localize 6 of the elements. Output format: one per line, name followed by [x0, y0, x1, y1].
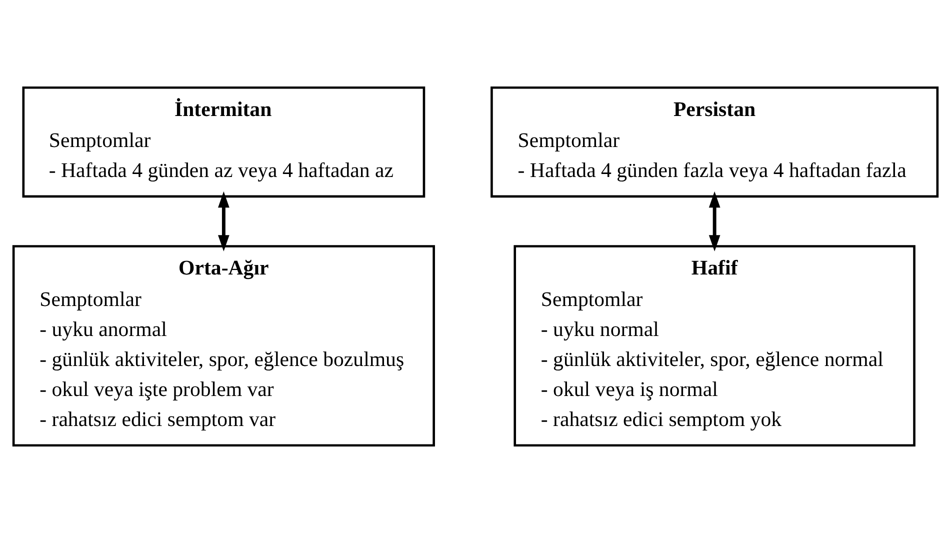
node-box: Orta-Ağır Semptomlar - uyku anormal - günlük aktiviteler, spor, eğlence bozulmuş - okul veya işte problem var - rahatsız edici semptom var — [12, 245, 435, 447]
arrow — [708, 191, 720, 252]
node-box: İntermitan Semptomlar - Haftada 4 günden az veya 4 haftadan az — [22, 86, 426, 198]
arrow — [218, 191, 230, 252]
node-box: Persistan Semptomlar - Haftada 4 günden fazla veya 4 haftadan fazla — [490, 86, 939, 198]
node-box: Hafif Semptomlar - uyku normal - günlük aktiviteler, spor, eğlence normal - okul veya iş normal - rahatsız edici semptom yok — [514, 245, 916, 447]
